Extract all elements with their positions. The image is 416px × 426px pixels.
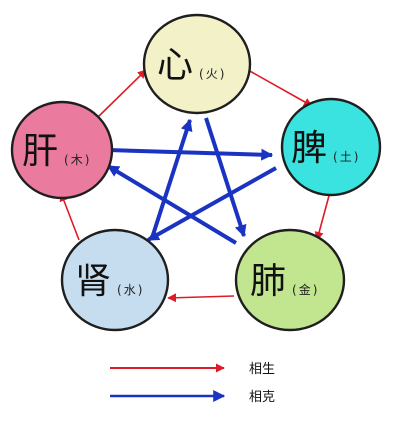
arrow-liver-to-spleen (107, 148, 274, 161)
liver-circle (10, 100, 114, 200)
arrow-spleen-to-kidney (146, 166, 277, 242)
lung-node: 肺 (金) (234, 228, 346, 332)
lung-organ-label: 肺 (250, 261, 286, 302)
arrow-kidney-to-liver (59, 192, 80, 241)
organ-nodes: 心 (火) 脾 (土) 肺 (金) 肾 (水) 肝 (木) (10, 13, 382, 332)
spleen-node: 脾 (土) (280, 97, 382, 197)
kidney-circle (60, 228, 170, 332)
arrow-kidney-to-heart (150, 118, 193, 239)
lung-circle (234, 228, 346, 332)
arrow-heart-to-lung (204, 117, 247, 238)
legend: 相生 相克 (110, 362, 275, 405)
spleen-element-label: (土) (333, 150, 358, 164)
spleen-organ-label: 脾 (291, 128, 327, 169)
legend-overcoming-label: 相克 (249, 390, 275, 405)
overcoming-arrows (106, 117, 277, 245)
heart-organ-label: 心 (157, 45, 193, 86)
arrow-heart-to-spleen (247, 69, 313, 107)
arrow-spleen-to-lung (314, 191, 331, 241)
arrow-lung-to-liver (106, 164, 238, 245)
legend-generating-label: 相生 (249, 362, 275, 377)
spleen-circle (280, 97, 382, 197)
kidney-node: 肾 (水) (60, 228, 170, 332)
kidney-element-label: (水) (117, 283, 142, 297)
heart-circle (142, 13, 252, 115)
generating-arrows (59, 69, 331, 303)
kidney-organ-label: 肾 (75, 261, 111, 302)
lung-element-label: (金) (292, 282, 317, 297)
arrow-liver-to-heart (97, 69, 147, 118)
arrow-lung-to-kidney (167, 293, 235, 303)
liver-element-label: (木) (64, 153, 89, 167)
liver-organ-label: 肝 (22, 131, 58, 172)
heart-node: 心 (火) (142, 13, 252, 115)
liver-node: 肝 (木) (10, 100, 114, 200)
heart-element-label: (火) (199, 67, 224, 81)
